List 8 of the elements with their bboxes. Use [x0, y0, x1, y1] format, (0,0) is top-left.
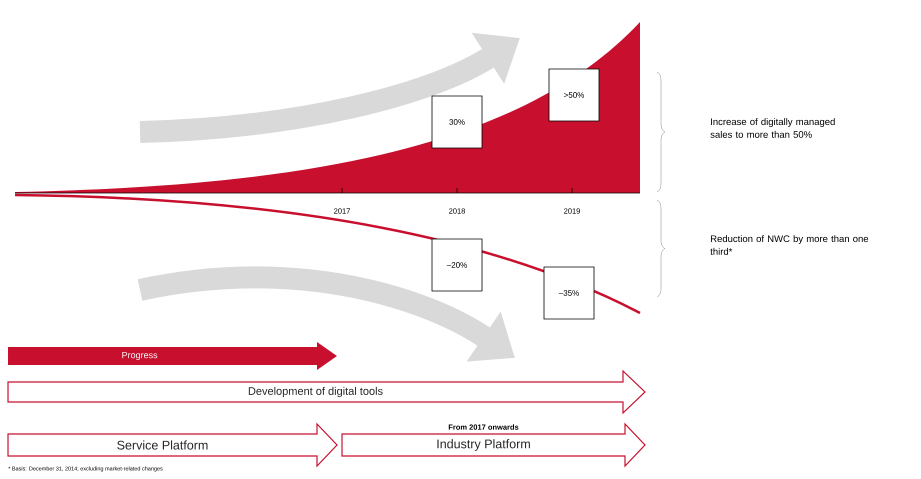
value-box: –35% — [544, 266, 594, 320]
arrow-band: Development of digital tools — [7, 370, 646, 414]
value-box: 30% — [432, 96, 482, 148]
bracket-note: Increase of digitally managed sales to more than 50% — [710, 118, 835, 138]
bracket-note: Reduction of NWC by more than one third* — [710, 235, 868, 255]
value-box: >50% — [548, 68, 600, 122]
arrow-band: Progress — [8, 342, 337, 370]
value-box: –20% — [432, 238, 482, 292]
